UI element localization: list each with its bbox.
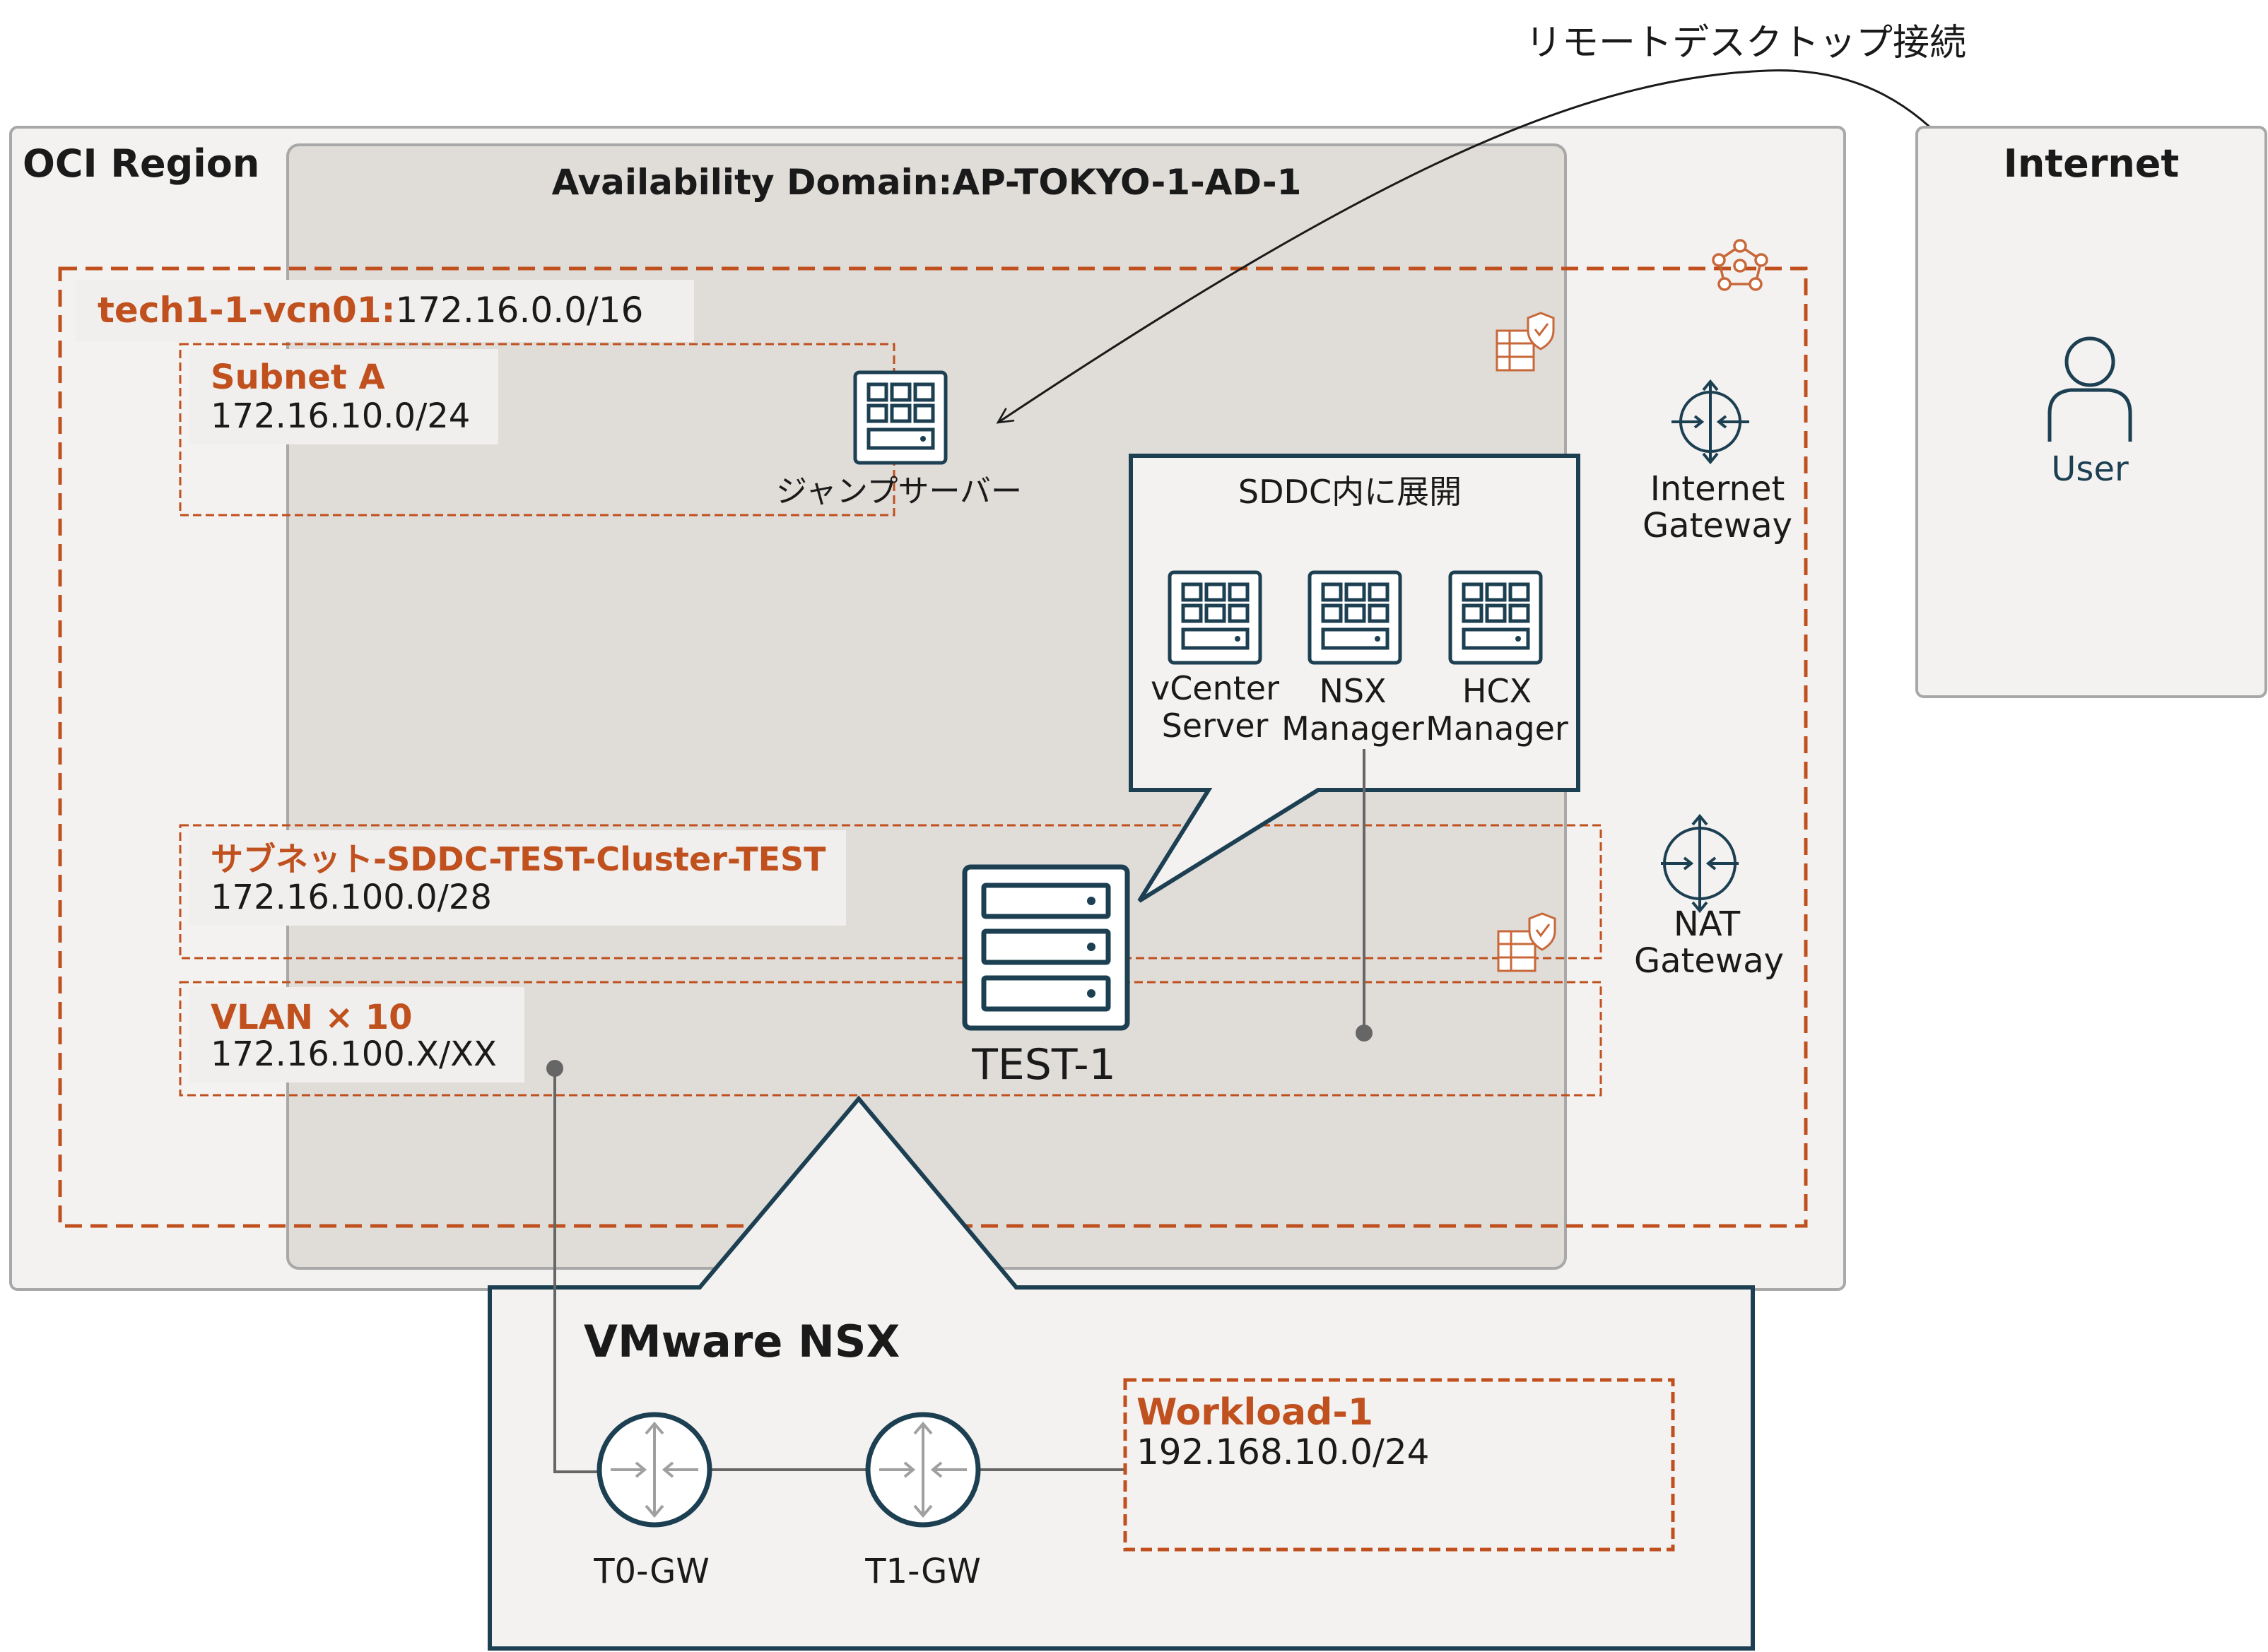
sddc-subnet-cidr: 172.16.100.0/28 [211,878,492,917]
jump-server-label: ジャンプサーバー [776,473,1022,509]
subnet-a-name: Subnet A [211,358,385,397]
internet-gateway-icon [1671,379,1749,465]
vcn-icon [1712,239,1768,291]
jump-server-icon [853,370,948,465]
vcn-name: tech1-1-vcn01: [98,290,396,331]
user-label: User [2051,449,2129,489]
internet-box [1915,126,2267,698]
security-list-icon [1497,912,1556,972]
nsx-manager-label-line2: Manager [1281,709,1424,748]
vcn-label: tech1-1-vcn01:172.16.0.0/16 [98,290,643,331]
vlan-cidr: 172.16.100.X/XX [211,1034,497,1074]
sddc-subnet-label-bg [189,830,846,926]
host-label: TEST-1 [971,1040,1116,1090]
t1-gw-label: T1-GW [864,1552,981,1591]
host-server-icon [962,864,1130,1031]
t0-router-icon [597,1412,712,1528]
internet-title: Internet [2004,141,2179,186]
t1-router-icon [865,1412,981,1528]
nat-gateway-label-line1: NAT [1674,904,1741,944]
hcx-manager-icon [1448,570,1543,665]
subnet-a-box [179,343,895,517]
vcenter-server-icon [1168,570,1262,665]
sddc-callout-title: SDDC内に展開 [1238,473,1462,511]
workload-box [1123,1378,1675,1552]
vlan-label-bg [189,987,524,1082]
internet-gateway-label-line1: Internet [1650,469,1785,509]
subnet-a-label-bg [189,349,498,444]
internet-gateway-label-line2: Gateway [1643,506,1792,545]
security-list-icon [1496,312,1555,372]
availability-domain-title: Availability Domain:AP-TOKYO-1-AD-1 [552,162,1302,203]
nat-gateway-label-line2: Gateway [1634,941,1784,981]
nsx-title: VMware NSX [584,1316,900,1367]
vcn-label-bg [76,280,694,342]
oci-region-title: OCI Region [23,141,259,186]
subnet-a-cidr: 172.16.10.0/24 [211,396,470,436]
workload-cidr: 192.168.10.0/24 [1136,1432,1429,1473]
remote-desktop-label: リモートデスクトップ接続 [1525,22,1966,64]
nsx-manager-label-line1: NSX [1319,672,1386,710]
vcenter-label-line1: vCenter [1151,669,1279,707]
vcn-cidr: 172.16.0.0/16 [396,290,644,331]
workload-name: Workload-1 [1136,1391,1373,1434]
vlan-name: VLAN × 10 [211,998,413,1037]
hcx-manager-label-line2: Manager [1426,709,1568,748]
sddc-subnet-name: サブネット-SDDC-TEST-Cluster-TEST [211,840,826,878]
vlan-box [179,981,1602,1097]
vlan-t0-link [553,1068,599,1473]
vcenter-label-line2: Server [1162,707,1269,745]
nsx-manager-icon [1308,570,1402,665]
user-icon [2047,336,2132,442]
sddc-subnet-box [179,824,1602,960]
nsx-callout [488,1095,1755,1651]
nat-gateway-icon [1661,813,1739,914]
t0-gw-label: T0-GW [593,1552,710,1591]
nsx-manager-vlan-link-dot [1356,1025,1373,1042]
sddc-callout [1129,454,1580,903]
hcx-manager-label-line1: HCX [1462,672,1532,710]
